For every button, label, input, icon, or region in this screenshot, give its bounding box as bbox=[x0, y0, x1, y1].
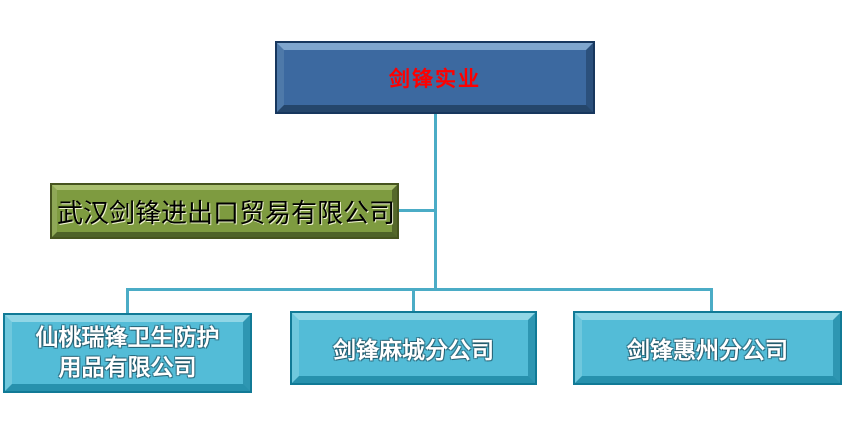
connector-horizontal-rail bbox=[126, 288, 713, 291]
org-node-child-xiantao-label-line1: 仙桃瑞锋卫生防护 bbox=[35, 325, 220, 350]
org-node-root-label: 剑锋实业 bbox=[389, 66, 481, 91]
org-node-assistant: 武汉剑锋进出口贸易有限公司 bbox=[52, 185, 397, 237]
org-node-child-xiantao: 仙桃瑞锋卫生防护 用品有限公司 bbox=[5, 315, 250, 391]
connector-root-vertical-line bbox=[434, 112, 437, 291]
connector-assistant-line bbox=[399, 209, 434, 212]
org-node-root: 剑锋实业 bbox=[277, 43, 593, 112]
org-node-child-xiantao-label-line2: 用品有限公司 bbox=[58, 355, 197, 380]
connector-drop-right bbox=[710, 288, 713, 314]
org-node-child-macheng: 剑锋麻城分公司 bbox=[292, 313, 535, 383]
org-node-child-macheng-label: 剑锋麻城分公司 bbox=[333, 338, 494, 363]
connector-drop-middle bbox=[412, 288, 415, 314]
org-node-child-huizhou-label: 剑锋惠州分公司 bbox=[627, 338, 788, 363]
org-node-assistant-label: 武汉剑锋进出口贸易有限公司 bbox=[57, 198, 396, 228]
connector-drop-left bbox=[126, 288, 129, 316]
org-node-child-huizhou: 剑锋惠州分公司 bbox=[575, 313, 840, 383]
